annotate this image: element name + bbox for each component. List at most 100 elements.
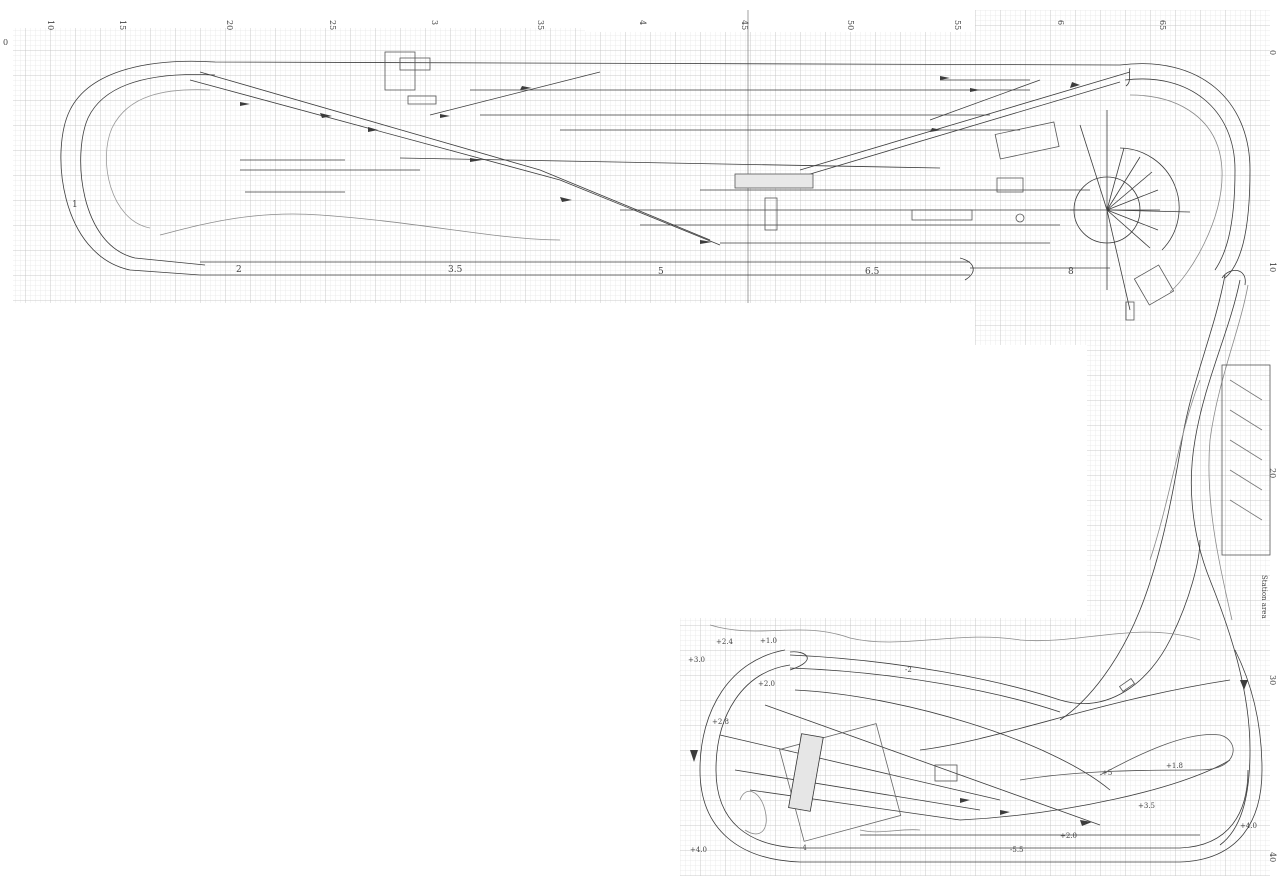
elevation-label: +2.0 <box>1060 832 1077 840</box>
engine-shed <box>788 733 824 812</box>
grid-sheet-5 <box>680 618 1270 876</box>
elevation-label: +5 <box>1102 769 1112 777</box>
structure-4 <box>764 197 778 231</box>
yard-siding-7 <box>399 157 941 169</box>
lower-scenery-1 <box>709 624 1201 643</box>
structure-3 <box>407 95 437 105</box>
graph-paper <box>13 10 1270 876</box>
ruler-mark: 6 <box>1056 20 1065 25</box>
lower-structure-2 <box>1118 677 1136 693</box>
structure-9 <box>1133 264 1175 306</box>
lower-turnout-markers <box>690 680 1248 826</box>
lower-yard-4 <box>764 704 1101 826</box>
track-label: 2 <box>236 265 242 275</box>
structure-10 <box>1125 301 1135 321</box>
lower-yard-1 <box>719 734 1001 801</box>
elevation-label: +1.0 <box>760 637 777 645</box>
arc-track-1 <box>789 539 1201 704</box>
ruler-mark: 10 <box>1268 262 1277 272</box>
oval-end-hook <box>789 651 808 671</box>
arc-track-3 <box>794 689 1111 791</box>
bottom-section <box>690 539 1263 863</box>
elevation-label: +3.0 <box>688 656 705 664</box>
grid-sheet-3 <box>975 10 1270 345</box>
loop-scenery-edge <box>106 89 211 229</box>
structure-6 <box>996 177 1024 193</box>
ruler-mark: 0 <box>1268 50 1277 55</box>
ruler-mark: 35 <box>536 20 545 30</box>
ruler-mark: 20 <box>225 20 234 30</box>
lower-yard-2 <box>734 769 981 811</box>
diagonal-track-1 <box>189 79 721 246</box>
ramp-end-hook <box>1221 270 1246 286</box>
diagonal-track-3 <box>799 71 1131 171</box>
elevation-label: +2.0 <box>758 680 775 688</box>
ruler-mark: 40 <box>1268 852 1277 862</box>
ruler-mark: 30 <box>1268 675 1277 685</box>
station-building <box>734 173 814 189</box>
lower-scenery-3 <box>859 829 921 833</box>
outer-loop-track <box>60 60 1121 276</box>
ruler-mark: 3 <box>430 20 439 25</box>
ruler-mark: 55 <box>953 20 962 30</box>
elevation-label: -5.5 <box>1010 846 1024 854</box>
grid-sheet-4 <box>1087 340 1270 620</box>
top-section <box>60 51 1251 321</box>
right-ruler: 0 10 20 30 40 <box>1268 50 1277 862</box>
spur-track-1 <box>429 71 601 116</box>
ruler-mark: 65 <box>1158 20 1167 30</box>
lower-scenery-2 <box>739 790 767 835</box>
bottom-oval-outer <box>699 649 1263 863</box>
ruler-mark: 15 <box>118 20 127 30</box>
track-label: 1 <box>72 200 78 210</box>
structure-1 <box>384 51 416 91</box>
ramp-track-inner <box>1059 274 1226 721</box>
right-return-third <box>1129 94 1223 293</box>
scenery-contour <box>159 213 561 241</box>
bottom-oval-inner <box>715 664 1249 849</box>
ramp-scenery-edge <box>1208 284 1249 621</box>
lower-yard-6 <box>919 679 1231 751</box>
ramp-hillside <box>1149 379 1201 561</box>
elevation-labels: +2.4 +1.0 +2.0 +2.8 -2 +3.0 +4.0 -4 -5.5… <box>688 637 1257 854</box>
connecting-ramp <box>1059 270 1271 846</box>
top-track-labels: 1 2 3.5 5 6.5 8 <box>72 200 1074 277</box>
ruler-mark: 20 <box>1268 468 1277 478</box>
ruler-mark: 45 <box>740 20 749 30</box>
turnout-markers <box>240 76 1080 244</box>
elevation-label: -2 <box>905 666 912 674</box>
track-label: 5 <box>658 267 664 277</box>
track-end-hook <box>959 257 974 281</box>
structure-5 <box>994 121 1060 160</box>
lower-structure <box>934 764 958 782</box>
arc-track-2 <box>789 667 1061 713</box>
side-note: Station area <box>1260 575 1268 619</box>
grid-sheet-1 <box>13 28 585 303</box>
track-label: 6.5 <box>865 267 880 277</box>
elevation-label: +2.8 <box>712 718 729 726</box>
inner-reverse-loop <box>1019 734 1234 781</box>
structure-7 <box>911 209 973 221</box>
elevation-label: +1.8 <box>1166 762 1183 770</box>
ruler-mark: 10 <box>46 20 55 30</box>
lower-yard-3 <box>749 789 961 821</box>
structure-8 <box>1015 213 1025 223</box>
right-return-inner <box>1124 78 1236 271</box>
turntable-stalls <box>1070 110 1191 311</box>
ruler-mark: 25 <box>328 20 337 30</box>
ramp-track-outer <box>1190 279 1251 846</box>
diagonal-track-4 <box>789 81 1121 181</box>
lower-yard-7 <box>959 759 1231 821</box>
track-label: 3.5 <box>448 265 463 275</box>
track-label: 8 <box>1068 267 1074 277</box>
diagonal-track-2 <box>199 71 711 241</box>
elevation-label: +4.0 <box>1240 822 1257 830</box>
elevation-label: +3.5 <box>1138 802 1155 810</box>
right-return-outer <box>1119 63 1251 279</box>
loop-end-hook <box>1125 67 1131 87</box>
ruler-mark: 0 <box>3 38 8 47</box>
elevation-label: -4 <box>800 844 807 852</box>
top-ruler: 10 15 20 25 3 35 4 45 50 55 6 65 <box>46 20 1167 30</box>
